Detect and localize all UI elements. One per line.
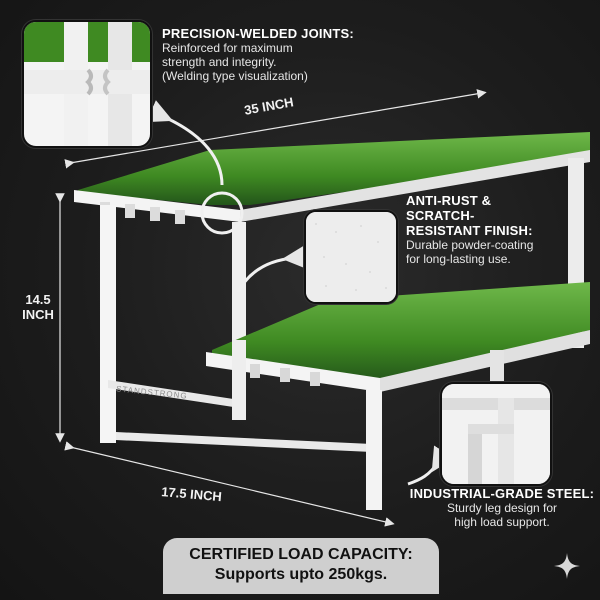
front-right-leg bbox=[366, 390, 382, 510]
height-label: 14.5 INCH bbox=[12, 292, 64, 322]
sparkle-icon bbox=[554, 553, 580, 579]
weld-highlight-circle bbox=[200, 191, 244, 235]
front-left-leg bbox=[100, 205, 116, 443]
weld-heading: PRECISION-WELDED JOINTS: bbox=[162, 26, 354, 41]
steel-line-1: Sturdy leg design for bbox=[446, 501, 558, 515]
finish-heading-3: RESISTANT FINISH: bbox=[406, 223, 533, 238]
finish-heading-1: ANTI-RUST & bbox=[406, 193, 492, 208]
height-value: 14.5 bbox=[25, 292, 51, 307]
top-side-beam bbox=[240, 150, 590, 222]
steel-line-2: high load support. bbox=[454, 515, 550, 529]
finish-heading-2: SCRATCH- bbox=[406, 208, 475, 223]
weld-line-1: Reinforced for maximum bbox=[162, 41, 293, 55]
top-grass bbox=[78, 132, 590, 205]
leg-closeup-image bbox=[440, 382, 552, 486]
finish-line-2: for long-lasting use. bbox=[406, 252, 511, 266]
height-unit: INCH bbox=[22, 307, 54, 322]
top-front-beam bbox=[74, 190, 240, 222]
finish-line-1: Durable powder-coating bbox=[406, 238, 534, 252]
finish-callout: ANTI-RUST & SCRATCH- RESISTANT FINISH: D… bbox=[406, 193, 596, 266]
capacity-banner: CERTIFIED LOAD CAPACITY: Supports upto 2… bbox=[163, 538, 439, 594]
weld-line-3: (Welding type visualization) bbox=[162, 69, 308, 83]
base-stretcher bbox=[116, 432, 372, 452]
bottom-grass bbox=[212, 282, 590, 382]
weld-callout: PRECISION-WELDED JOINTS: Reinforced for … bbox=[162, 26, 382, 83]
bottom-front-beam bbox=[206, 352, 380, 392]
capacity-heading: CERTIFIED LOAD CAPACITY: bbox=[189, 546, 413, 563]
weld-line-2: strength and integrity. bbox=[162, 55, 277, 69]
depth-dimension-line bbox=[64, 441, 395, 527]
width-dimension-line bbox=[64, 89, 487, 169]
capacity-text: Supports upto 250kgs. bbox=[214, 566, 388, 583]
mid-leg bbox=[232, 222, 246, 342]
bottom-side-beam bbox=[380, 330, 590, 392]
steel-callout: INDUSTRIAL-GRADE STEEL: Sturdy leg desig… bbox=[408, 486, 596, 529]
finish-closeup-image bbox=[304, 210, 398, 304]
steel-heading: INDUSTRIAL-GRADE STEEL: bbox=[409, 486, 595, 501]
weld-closeup-image bbox=[22, 20, 152, 148]
